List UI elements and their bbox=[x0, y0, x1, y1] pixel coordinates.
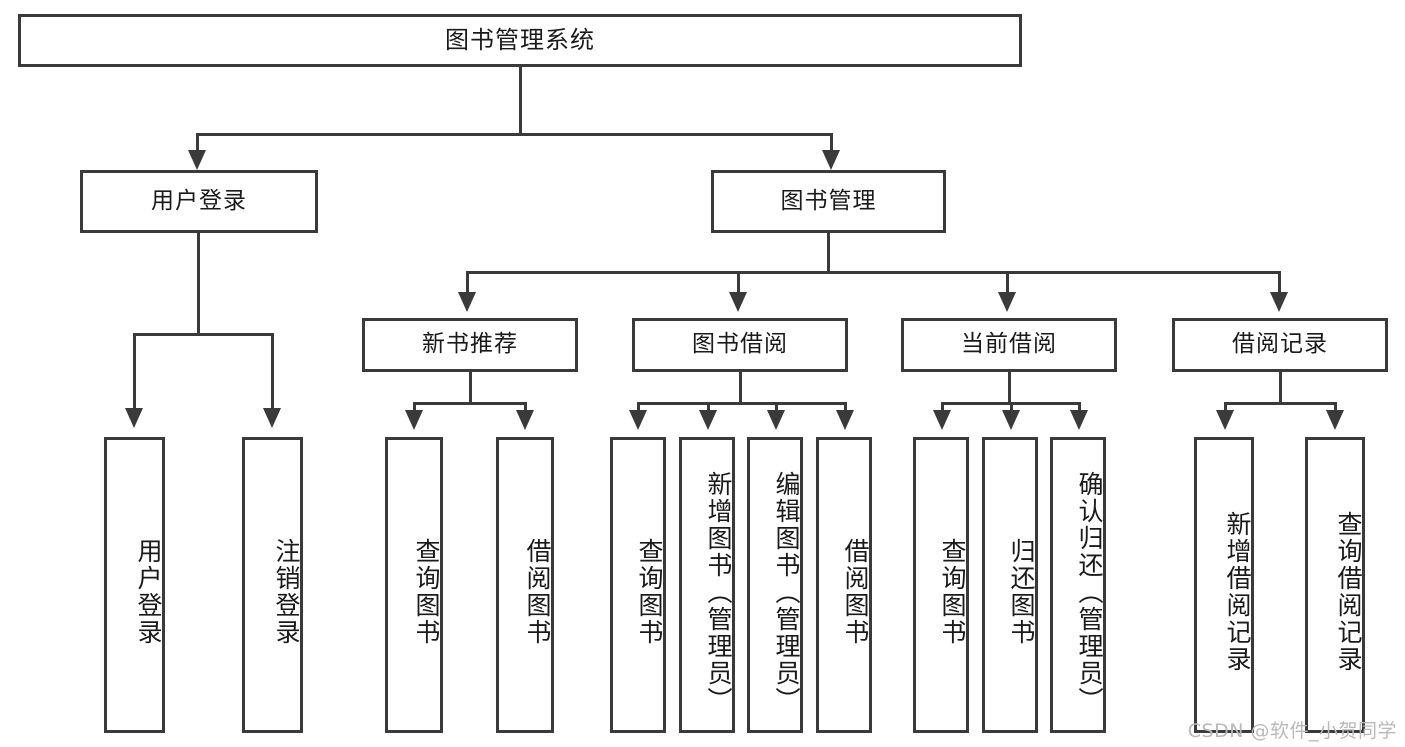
edge-book-borrow-to-leaf-3 bbox=[844, 402, 847, 414]
arrow-bus-to-book-borrow bbox=[729, 292, 747, 312]
edge-current-borrow-to-leaf-0 bbox=[941, 402, 944, 414]
arrow-new-book-to-leaf-0 bbox=[405, 410, 423, 430]
arrow-book-borrow-to-leaf-0 bbox=[629, 410, 647, 430]
arrow-current-borrow-to-leaf-2 bbox=[1070, 410, 1088, 430]
edge-book-manage-trunk bbox=[827, 233, 830, 273]
node-label: 图书借阅 bbox=[692, 331, 788, 358]
arrow-book-borrow-to-leaf-3 bbox=[836, 410, 854, 430]
edge-new-book-bus bbox=[413, 402, 527, 405]
edge-new-book-to-leaf-1 bbox=[524, 402, 527, 414]
node-borrow-record[interactable]: 借阅记录 bbox=[1172, 318, 1388, 372]
leaf-borrow-record-add-record[interactable]: 新增借阅记录 bbox=[1194, 437, 1254, 733]
edge-root-to-book-manage bbox=[830, 133, 833, 157]
leaf-current-borrow-query-book[interactable]: 查询图书 bbox=[913, 437, 969, 733]
edge-borrow-record-to-leaf-1 bbox=[1334, 402, 1337, 414]
edge-bus-to-current-borrow bbox=[1006, 271, 1009, 297]
edge-root-to-user-login bbox=[196, 133, 199, 157]
leaf-new-book-query-book[interactable]: 查询图书 bbox=[385, 437, 443, 733]
leaf-current-borrow-return-book[interactable]: 归还图书 bbox=[982, 437, 1038, 733]
node-book-manage[interactable]: 图书管理 bbox=[711, 170, 946, 233]
edge-book-borrow-bus bbox=[637, 402, 847, 405]
node-label: 归还图书 bbox=[1007, 538, 1036, 646]
node-label: 新书推荐 bbox=[422, 331, 518, 358]
edge-user-login-trunk bbox=[197, 233, 200, 335]
leaf-new-book-borrow-book[interactable]: 借阅图书 bbox=[496, 437, 554, 733]
node-label: 借阅图书 bbox=[841, 538, 870, 646]
node-label: 借阅记录 bbox=[1232, 331, 1328, 358]
node-label: 当前借阅 bbox=[961, 331, 1057, 358]
watermark-text: CSDN @软件_小贺同学 bbox=[1187, 720, 1397, 742]
edge-borrow-record-to-leaf-0 bbox=[1224, 402, 1227, 414]
node-label: 图书管理 bbox=[780, 187, 877, 214]
node-new-book-recommend[interactable]: 新书推荐 bbox=[362, 318, 578, 372]
arrow-current-borrow-to-leaf-0 bbox=[933, 410, 951, 430]
arrow-bus-to-borrow-record bbox=[1270, 292, 1288, 312]
arrow-book-borrow-to-leaf-2 bbox=[767, 410, 785, 430]
leaf-user-login-logout[interactable]: 注销登录 bbox=[242, 437, 303, 733]
node-label: 用户登录 bbox=[151, 187, 247, 214]
edge-user-login-to-leaf-0 bbox=[133, 333, 136, 413]
node-book-borrow[interactable]: 图书借阅 bbox=[632, 318, 848, 372]
edge-bus-to-borrow-record bbox=[1278, 271, 1281, 297]
edge-user-login-to-leaf-1 bbox=[271, 333, 274, 413]
leaf-book-borrow-edit-book-admin[interactable]: 编辑图书（管理员） bbox=[747, 437, 803, 733]
node-user-login[interactable]: 用户登录 bbox=[80, 170, 318, 233]
leaf-book-borrow-borrow-book[interactable]: 借阅图书 bbox=[816, 437, 872, 733]
edge-book-borrow-to-leaf-1 bbox=[707, 402, 710, 414]
edge-book-borrow-to-leaf-0 bbox=[637, 402, 640, 414]
node-label: 查询图书 bbox=[938, 538, 967, 646]
edge-borrow-record-trunk bbox=[1279, 372, 1282, 404]
arrow-bus-to-new-book bbox=[458, 292, 476, 312]
node-label: 图书管理系统 bbox=[445, 26, 595, 55]
leaf-user-login-login[interactable]: 用户登录 bbox=[104, 437, 165, 733]
edge-current-borrow-to-leaf-2 bbox=[1078, 402, 1081, 414]
node-label: 新增图书（管理员） bbox=[704, 470, 733, 714]
arrow-user-login-to-leaf-1 bbox=[263, 408, 281, 428]
edge-current-borrow-to-leaf-1 bbox=[1010, 402, 1013, 414]
edge-new-book-to-leaf-0 bbox=[413, 402, 416, 414]
node-label: 借阅图书 bbox=[523, 538, 552, 646]
edge-user-login-bus bbox=[133, 333, 274, 336]
edge-book-borrow-trunk bbox=[739, 372, 742, 404]
edge-bus-to-book-borrow bbox=[737, 271, 740, 297]
node-label: 编辑图书（管理员） bbox=[772, 470, 801, 714]
arrow-root-to-user-login bbox=[188, 150, 206, 170]
node-label: 查询图书 bbox=[412, 538, 441, 646]
node-label: 注销登录 bbox=[272, 538, 301, 646]
leaf-book-borrow-add-book-admin[interactable]: 新增图书（管理员） bbox=[679, 437, 735, 733]
edge-bus-to-new-book bbox=[466, 271, 469, 297]
arrow-root-to-book-manage bbox=[822, 150, 840, 170]
edge-borrow-record-bus bbox=[1224, 402, 1337, 405]
edge-level3-bus bbox=[466, 271, 1281, 274]
arrow-bus-to-current-borrow bbox=[998, 292, 1016, 312]
arrow-user-login-to-leaf-0 bbox=[125, 408, 143, 428]
arrow-current-borrow-to-leaf-1 bbox=[1002, 410, 1020, 430]
node-label: 查询图书 bbox=[635, 538, 664, 646]
arrow-borrow-record-to-leaf-1 bbox=[1326, 410, 1344, 430]
node-label: 新增借阅记录 bbox=[1223, 511, 1252, 673]
leaf-current-borrow-confirm-return-admin[interactable]: 确认归还（管理员） bbox=[1050, 437, 1106, 733]
node-current-borrow[interactable]: 当前借阅 bbox=[901, 318, 1117, 372]
arrow-borrow-record-to-leaf-0 bbox=[1216, 410, 1234, 430]
edge-root-bus bbox=[196, 133, 833, 136]
arrow-new-book-to-leaf-1 bbox=[516, 410, 534, 430]
node-label: 确认归还（管理员） bbox=[1075, 470, 1104, 714]
node-label: 查询借阅记录 bbox=[1334, 511, 1363, 673]
leaf-borrow-record-query-record[interactable]: 查询借阅记录 bbox=[1305, 437, 1365, 733]
leaf-book-borrow-query-book[interactable]: 查询图书 bbox=[610, 437, 666, 733]
edge-new-book-trunk bbox=[469, 372, 472, 404]
node-root-system[interactable]: 图书管理系统 bbox=[18, 14, 1022, 67]
edge-book-borrow-to-leaf-2 bbox=[775, 402, 778, 414]
edge-current-borrow-trunk bbox=[1008, 372, 1011, 404]
edge-root-trunk bbox=[519, 67, 522, 135]
arrow-book-borrow-to-leaf-1 bbox=[699, 410, 717, 430]
node-label: 用户登录 bbox=[134, 538, 163, 646]
